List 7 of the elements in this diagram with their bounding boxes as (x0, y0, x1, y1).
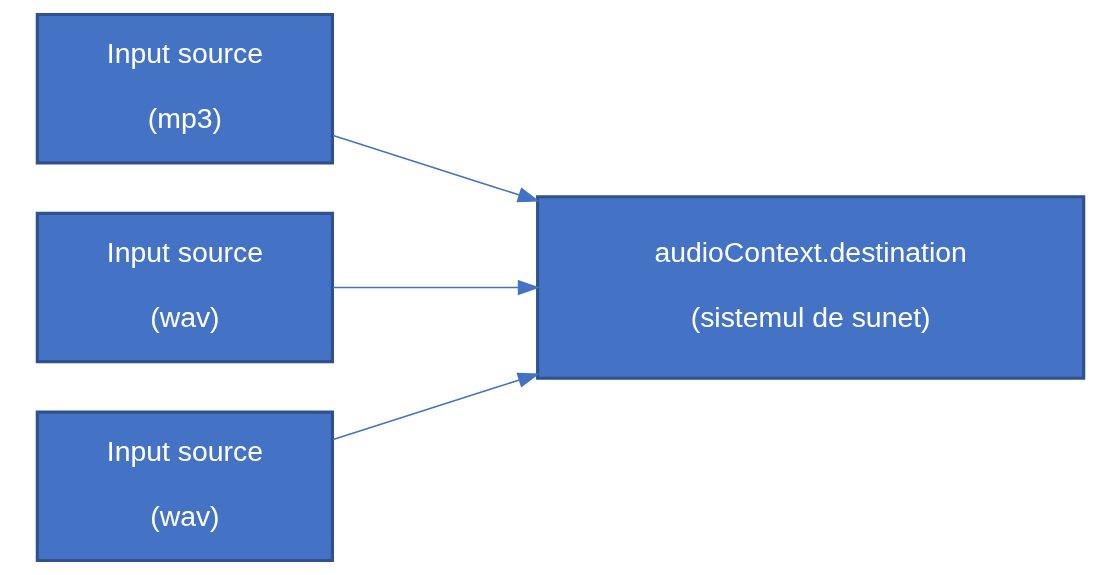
node-box: audioContext.destination (sistemul de sunet) (535, 195, 1085, 380)
node-box: Input source (wav) (35, 410, 334, 563)
node-box: Input source (mp3) (35, 12, 334, 165)
node-box: Input source (wav) (35, 211, 334, 364)
arrow (331, 372, 540, 441)
arrow (331, 279, 540, 296)
arrow (331, 134, 540, 203)
